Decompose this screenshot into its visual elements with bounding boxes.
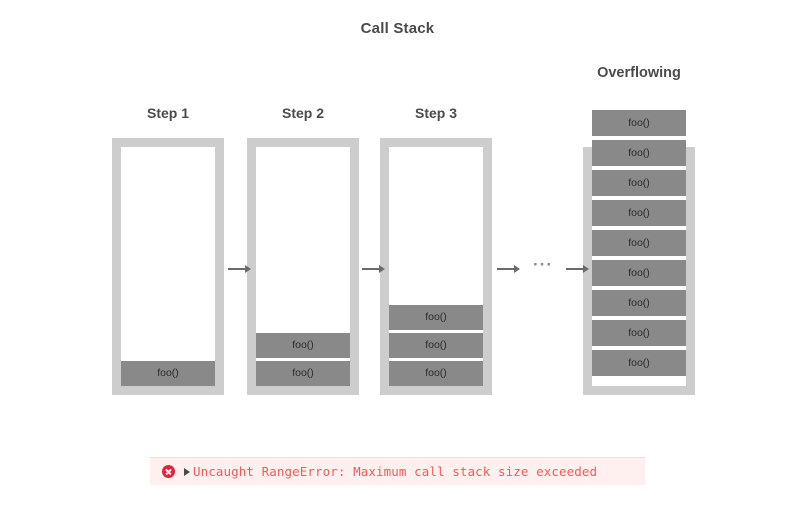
stack-inner-area: foo() foo() foo() (389, 147, 483, 386)
console-error-bar[interactable]: Uncaught RangeError: Maximum call stack … (150, 457, 645, 485)
arrow-icon-4 (566, 263, 592, 275)
stack-frame: foo() (112, 138, 224, 395)
arrow-icon-1 (228, 263, 254, 275)
stack-frame-block: foo() (256, 333, 350, 358)
arrow-shaft (228, 268, 246, 270)
arrow-head (514, 265, 520, 273)
stack-frame-block: foo() (592, 230, 686, 256)
arrow-shaft (497, 268, 515, 270)
arrow-head (379, 265, 385, 273)
expand-triangle-icon[interactable] (184, 467, 190, 476)
column-label: Overflowing (597, 65, 681, 81)
column-label: Step 2 (281, 105, 324, 121)
stack-frame-block: foo() (592, 140, 686, 166)
console-error-message: Uncaught RangeError: Maximum call stack … (193, 464, 598, 479)
stack-frame-block: foo() (592, 260, 686, 286)
stack-frame-block: foo() (389, 305, 483, 330)
stack-frame-block: foo() (592, 350, 686, 376)
stack-frame-block: foo() (592, 110, 686, 136)
stack-inner-area: foo() (121, 147, 215, 386)
stack-frame-block: foo() (121, 361, 215, 386)
stack-frame-block: foo() (389, 333, 483, 358)
column-label: Step 1 (146, 105, 189, 121)
stack-inner-area: foo() foo() (256, 147, 350, 386)
arrow-head (583, 265, 589, 273)
page-title: Call Stack (360, 20, 435, 37)
overflowing-frames: foo() foo() foo() foo() foo() foo() foo() foo()… (592, 110, 686, 376)
stack-frame-block: foo() (389, 361, 483, 386)
arrow-icon-2 (362, 263, 388, 275)
stack-frame: foo() foo() (247, 138, 359, 395)
stack-frame-block: foo() (592, 320, 686, 346)
error-circle-icon (162, 465, 175, 478)
arrow-shaft (566, 268, 584, 270)
stack-frame-block: foo() (592, 290, 686, 316)
arrow-shaft (362, 268, 380, 270)
arrow-head (245, 265, 251, 273)
arrow-icon-3 (497, 263, 523, 275)
stack-frame-block: foo() (592, 170, 686, 196)
ellipsis-marker: ··· (533, 255, 553, 274)
column-label: Step 3 (414, 105, 457, 121)
stack-frame: foo() foo() foo() (380, 138, 492, 395)
stack-frame-block: foo() (592, 200, 686, 226)
stack-frame-block: foo() (256, 361, 350, 386)
